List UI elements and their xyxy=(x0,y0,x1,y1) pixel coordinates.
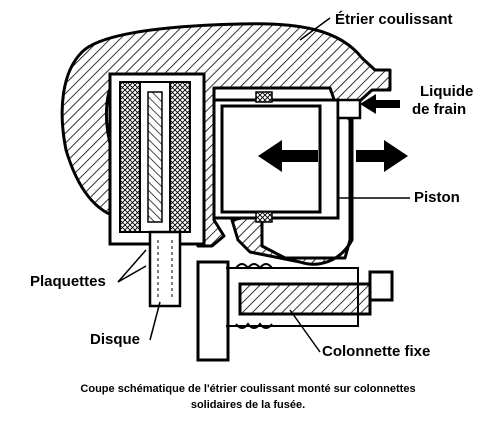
leader-lines xyxy=(117,17,410,353)
piston-seal-top xyxy=(255,91,273,103)
label-plaquettes: Plaquettes xyxy=(30,273,106,290)
label-etrier: Étrier coulissant xyxy=(335,11,453,28)
caption-line-2: solidaires de la fusée. xyxy=(191,399,305,411)
fluid-arrow-icon xyxy=(360,94,400,114)
label-piston: Piston xyxy=(414,189,460,206)
label-disque: Disque xyxy=(90,331,140,348)
brake-pads xyxy=(108,72,206,246)
caliper-body xyxy=(60,22,392,266)
label-colonnette: Colonnette fixe xyxy=(322,343,430,360)
left-arrow-icon xyxy=(258,140,318,172)
right-arrow-icon xyxy=(356,140,408,172)
label-liquide-1: Liquide xyxy=(420,83,473,100)
label-liquide-2: de frain xyxy=(412,101,466,118)
piston-seal-bottom xyxy=(255,211,273,223)
caption-line-1: Coupe schématique de l'étrier coulissant… xyxy=(80,383,415,395)
guide-pin xyxy=(196,260,394,362)
brake-disc xyxy=(148,230,182,308)
fluid-channel xyxy=(336,98,362,120)
